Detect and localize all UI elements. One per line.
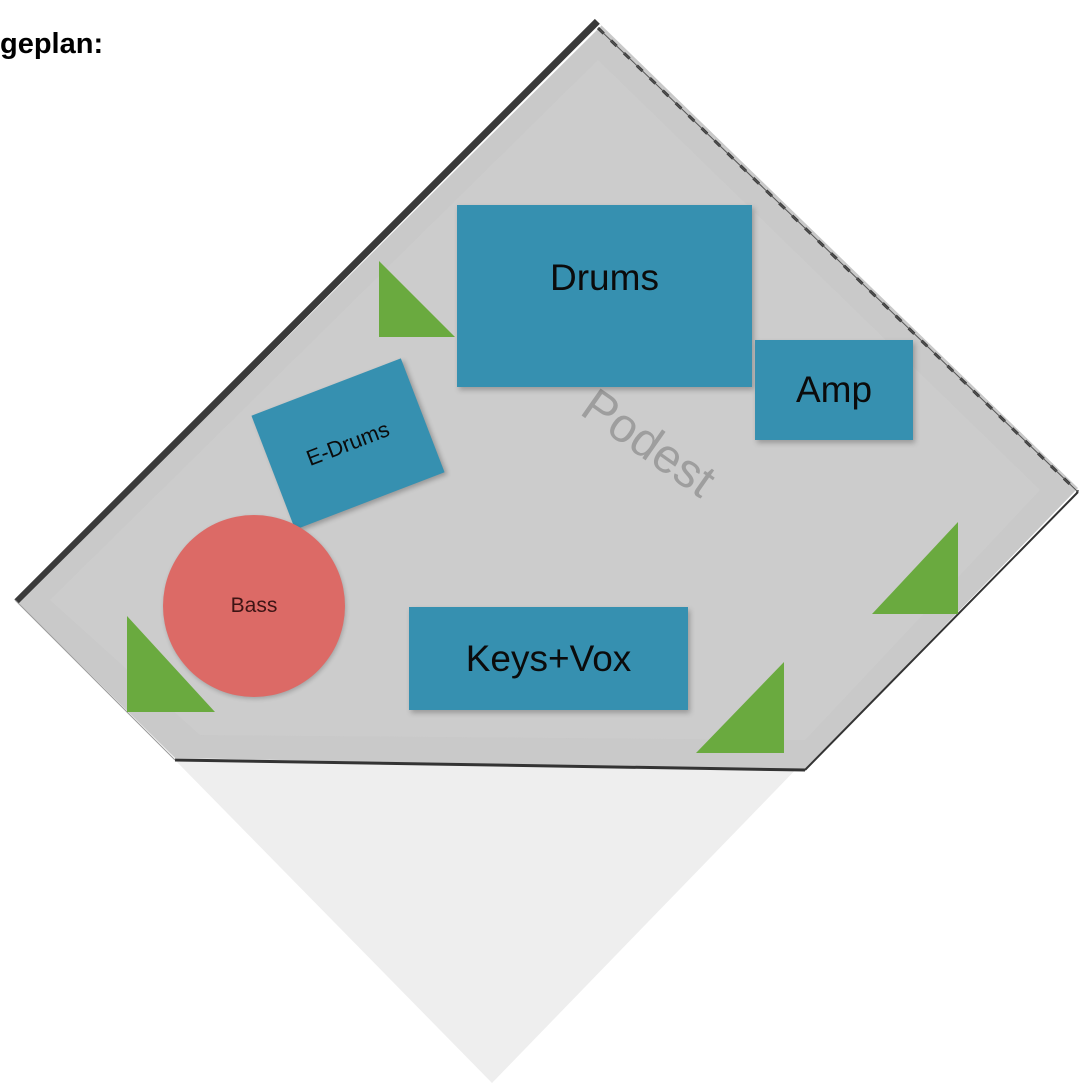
amp-block: Amp <box>755 340 913 440</box>
edrums-label: E-Drums <box>302 416 393 471</box>
truss-left <box>11 18 602 604</box>
page-title: geplan: <box>0 28 104 60</box>
amp-label: Amp <box>795 369 873 410</box>
monitor-wedge-icon <box>127 616 215 712</box>
stage-front-edge <box>174 758 806 772</box>
keys-vox-block: Keys+Vox <box>409 607 688 710</box>
monitor-wedge-icon <box>379 261 455 337</box>
keys-vox-label: Keys+Vox <box>465 637 632 679</box>
lower-area <box>175 760 805 1083</box>
drums-block: Drums <box>457 205 752 387</box>
monitor-wedge-icon <box>696 662 784 753</box>
drums-label: Drums <box>550 257 659 298</box>
bass-circle: Bass <box>163 515 345 697</box>
monitor-wedge-icon <box>872 522 958 614</box>
bass-label: Bass <box>230 594 278 617</box>
